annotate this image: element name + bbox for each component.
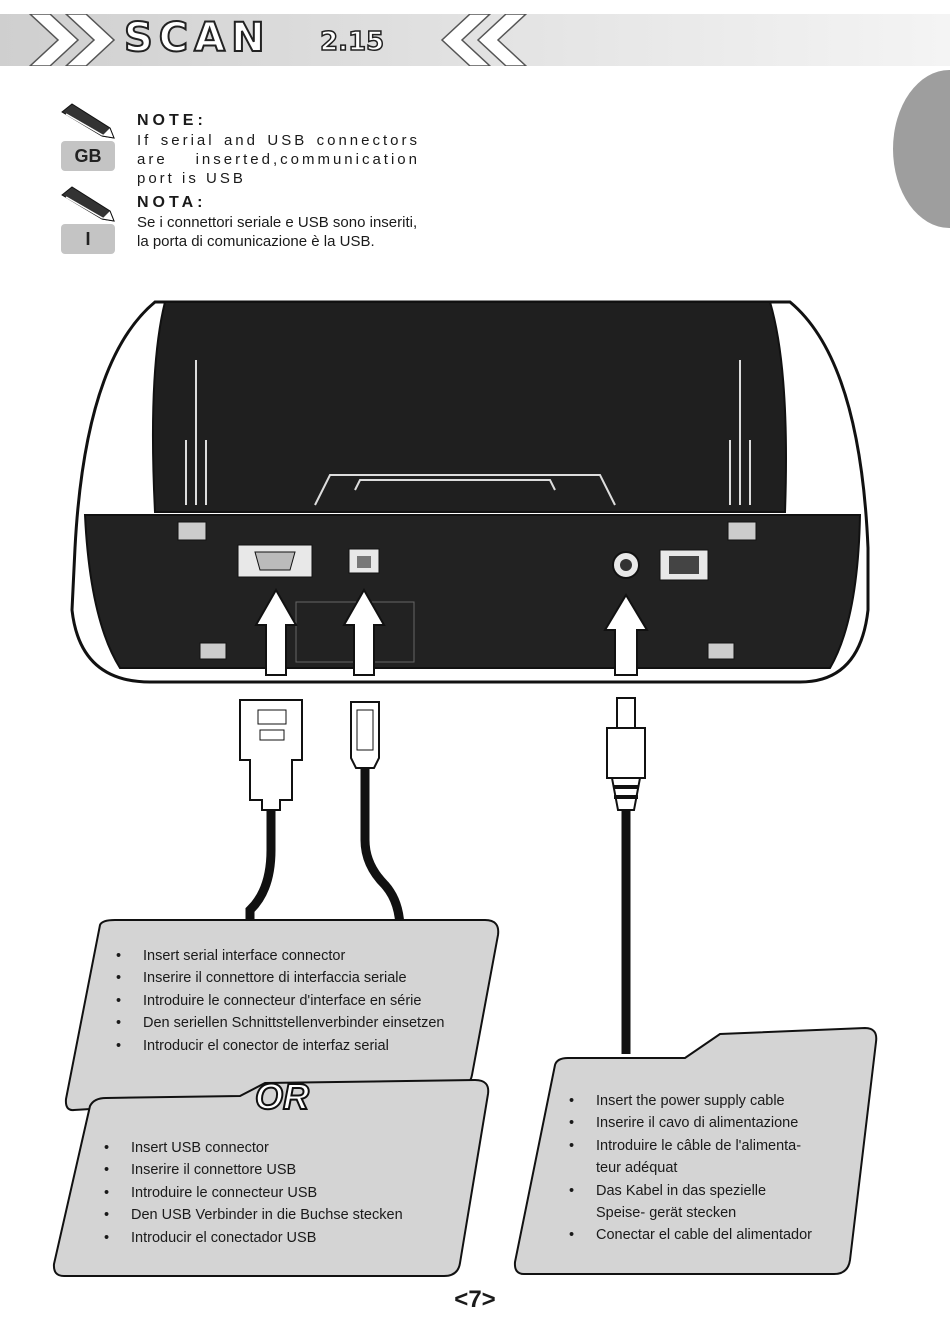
serial-connector-icon (239, 699, 303, 930)
pencil-icon (61, 103, 115, 139)
list-item: Inserire il cavo di alimentazione (569, 1112, 814, 1135)
power-instructions: Insert the power supply cable Inserire i… (569, 1090, 814, 1247)
logo-sub: 2.15 (319, 26, 385, 58)
arrow-up-icons (254, 587, 649, 676)
list-item: Introduire le câble de l'alimenta- teur … (569, 1135, 814, 1180)
power-plug-icon (606, 697, 646, 930)
list-item: Introduire le connecteur d'interface en … (116, 990, 444, 1013)
usb-connector-icon (350, 701, 405, 930)
page-number: <7> (454, 1286, 496, 1313)
list-item: Introducir el conector de interfaz seria… (116, 1035, 444, 1058)
list-item: Insert the power supply cable (569, 1090, 814, 1113)
list-item: Insert serial interface connector (116, 945, 444, 968)
note-title-i: NOTA: (137, 194, 207, 211)
logo-main: SCAN (123, 14, 271, 62)
pencil-icon (61, 186, 115, 222)
note-title-gb: NOTE: (137, 112, 207, 129)
lang-badge-i: I (61, 224, 115, 254)
list-item: Insert USB connector (104, 1137, 403, 1160)
list-item: Das Kabel in das spezielle Speise- gerät… (569, 1180, 814, 1225)
list-item: Conectar el cable del alimentador (569, 1224, 814, 1247)
list-item: Den seriellen Schnittstellenverbinder ei… (116, 1012, 444, 1035)
chevron-right-icons (440, 14, 528, 66)
power-cable (621, 930, 631, 1054)
header-band (0, 14, 950, 66)
list-item: Inserire il connettore USB (104, 1159, 403, 1182)
chevron-left-icons (28, 14, 116, 66)
list-item: Introducir el conectador USB (104, 1227, 403, 1250)
note-text-gb: If serial and USB connectors are inserte… (137, 132, 420, 187)
list-item: Inserire il connettore di interfaccia se… (116, 967, 444, 990)
side-tab (893, 70, 950, 228)
lang-badge-gb: GB (61, 141, 115, 171)
serial-instructions: Insert serial interface connector Inseri… (116, 945, 444, 1057)
list-item: Introduire le connecteur USB (104, 1182, 403, 1205)
scanner-rear-illustration (70, 300, 870, 930)
or-label: OR (254, 1075, 310, 1118)
list-item: Den USB Verbinder in die Buchse stecken (104, 1204, 403, 1227)
usb-instructions: Insert USB connector Inserire il connett… (104, 1137, 403, 1249)
note-text-i: Se i connettori seriale e USB sono inser… (137, 214, 418, 250)
